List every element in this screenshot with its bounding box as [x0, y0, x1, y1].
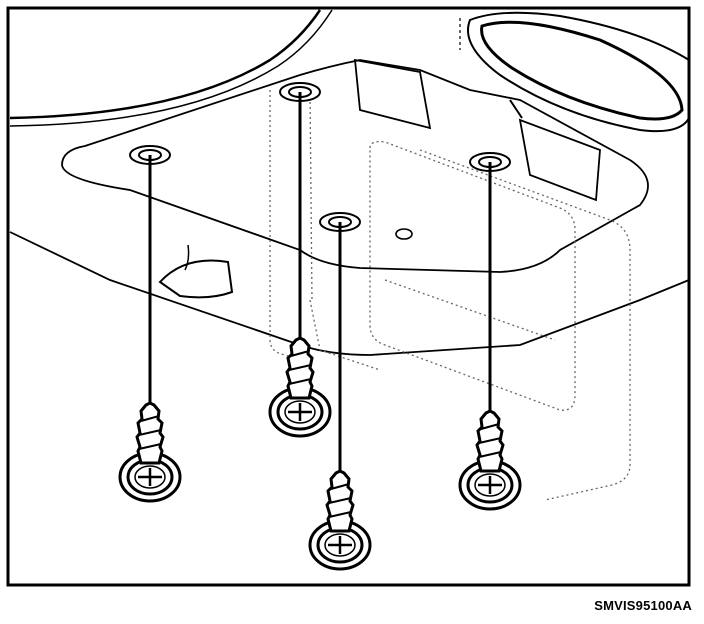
- map-lamp-lens: [467, 11, 690, 133]
- figure-code: SMVIS95100AA: [594, 598, 692, 613]
- console-housing: [61, 59, 649, 273]
- alignment-line: [148, 92, 492, 472]
- hidden-bracket: [269, 90, 631, 501]
- headliner-edge: [9, 9, 322, 120]
- switch-knob: [158, 259, 234, 299]
